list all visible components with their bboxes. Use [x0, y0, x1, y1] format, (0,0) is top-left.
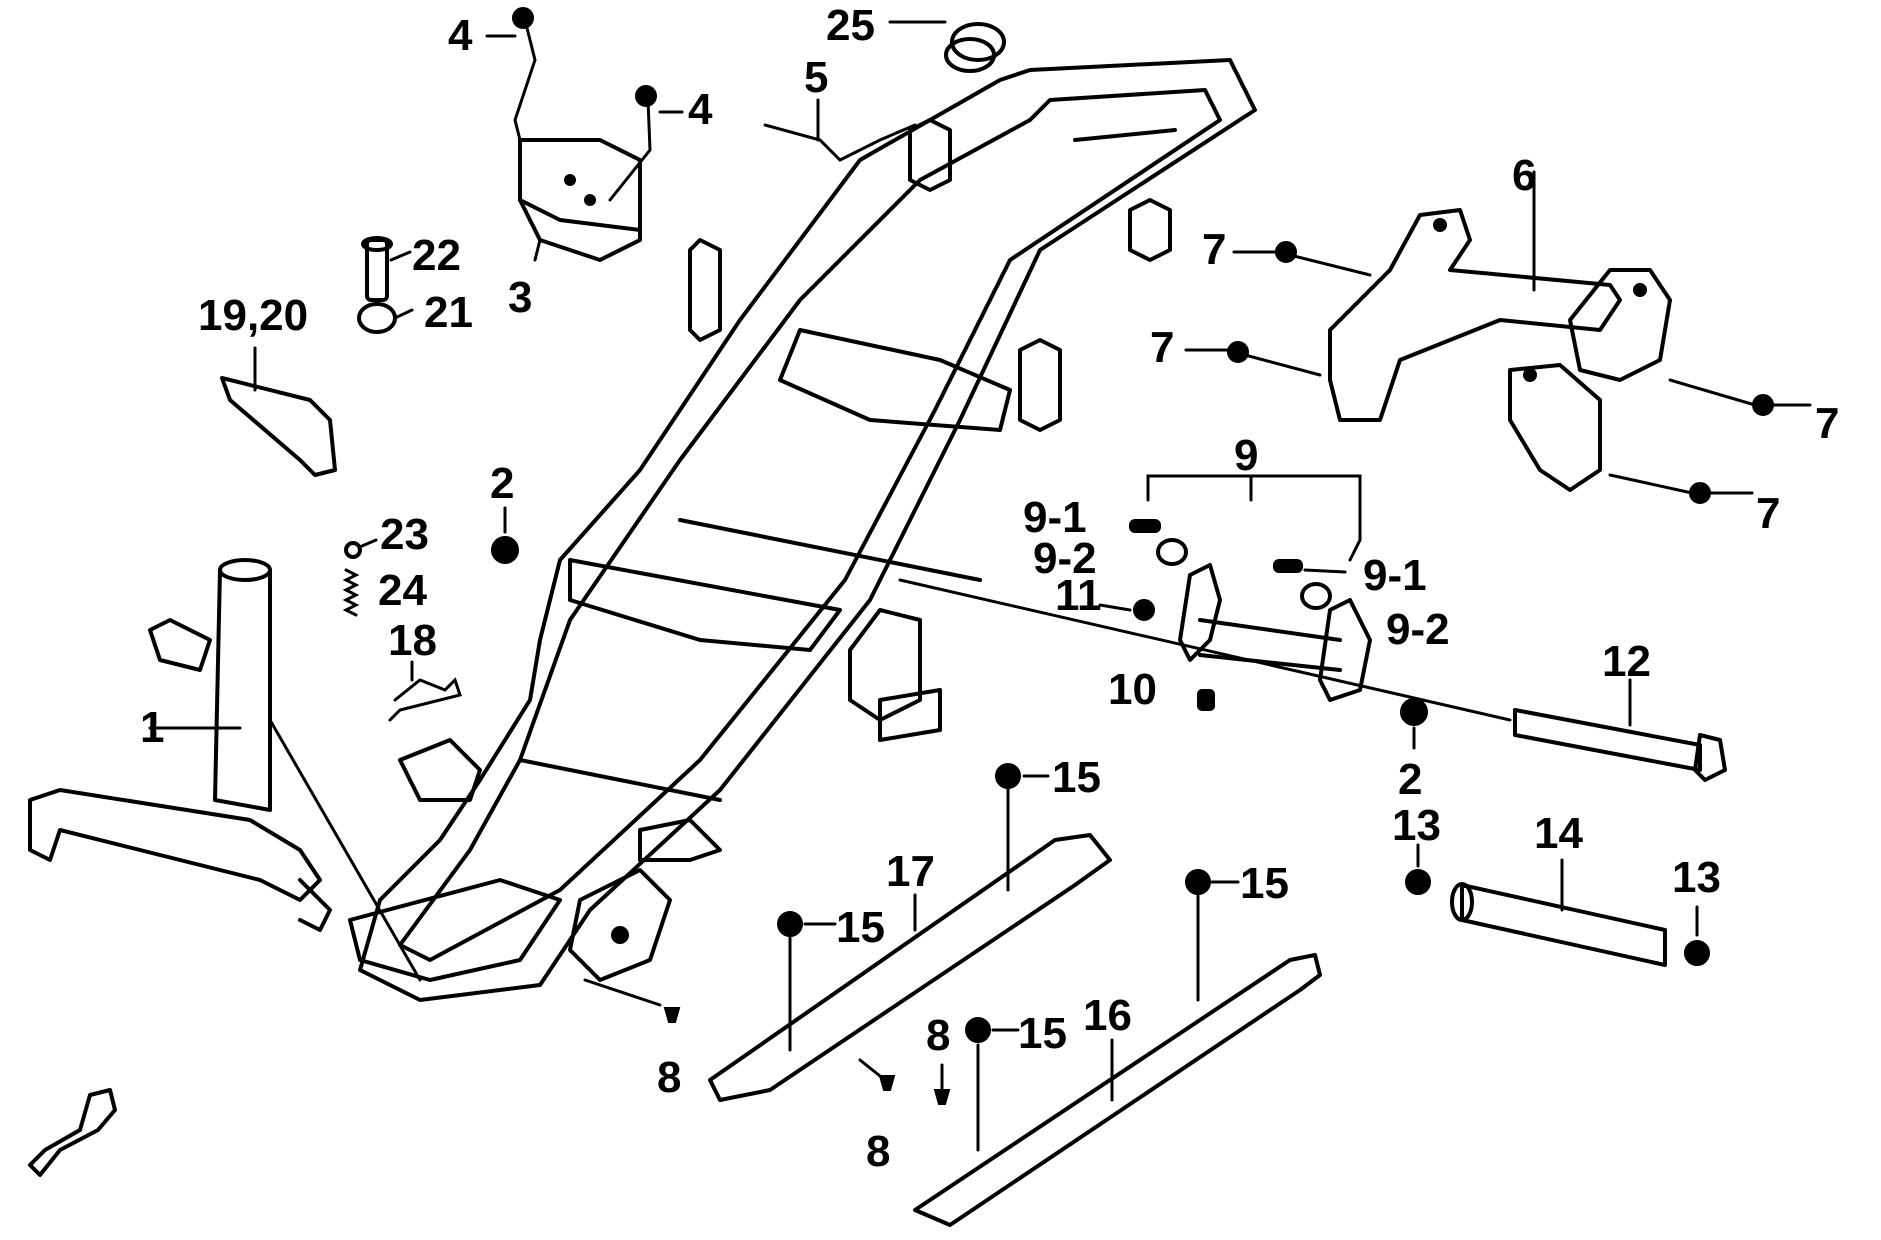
label-7b: 7: [1150, 323, 1174, 372]
part-16-rail: [913, 953, 1322, 1227]
part-8-screw-c: [933, 1089, 951, 1105]
part-2-nut-right: [1400, 698, 1428, 726]
label-4a: 4: [448, 11, 473, 60]
label-15c: 15: [836, 903, 885, 952]
label-24: 24: [378, 566, 427, 615]
part-6-engine-mount: [1227, 170, 1774, 504]
label-15d: 15: [1018, 1009, 1067, 1058]
part-14-shaft: [1450, 858, 1667, 967]
part-13-nut-left: [1405, 869, 1431, 895]
part-3-bracket: [512, 7, 657, 262]
label-1: 1: [140, 703, 164, 752]
label-8a: 8: [657, 1053, 681, 1102]
part-9-bushing-assembly: [1129, 474, 1372, 711]
label-5: 5: [804, 53, 828, 102]
label-15a: 15: [1052, 753, 1101, 802]
label-9-1a: 9-1: [1023, 493, 1087, 542]
part-18-clip: [388, 677, 462, 722]
label-7c: 7: [1815, 399, 1839, 448]
label-9-2b: 9-2: [1386, 605, 1450, 654]
part-13-nut-right: [1684, 940, 1710, 966]
label-6: 6: [1512, 151, 1536, 200]
label-25: 25: [826, 1, 875, 50]
label-4b: 4: [688, 85, 713, 134]
part-24-spring: [342, 568, 360, 617]
label-2a: 2: [490, 459, 514, 508]
label-13b: 13: [1672, 853, 1721, 902]
leader-lines: [200, 34, 1812, 730]
part-25-bushing: [888, 20, 1006, 73]
part-8-screw-a: [663, 1007, 681, 1023]
label-23: 23: [380, 510, 429, 559]
label-8b: 8: [926, 1011, 950, 1060]
label-13a: 13: [1392, 801, 1441, 850]
label-14: 14: [1534, 809, 1583, 858]
label-17: 17: [886, 847, 935, 896]
part-23-washer: [344, 541, 362, 559]
label-19-20: 19,20: [198, 291, 308, 340]
label-9: 9: [1234, 431, 1258, 480]
part-12-bolt: [898, 578, 1727, 782]
label-18: 18: [388, 616, 437, 665]
part-17-rail: [708, 833, 1112, 1102]
part-15-bolt-a: [995, 763, 1021, 789]
label-21: 21: [424, 288, 473, 337]
label-7d: 7: [1756, 489, 1780, 538]
part-21-22-pin: [357, 236, 414, 334]
label-3: 3: [508, 273, 532, 322]
part-5-cable: [763, 123, 917, 162]
main-frame: [348, 58, 1257, 1002]
part-15-bolt-b: [1185, 869, 1211, 895]
label-9-1b: 9-1: [1363, 551, 1427, 600]
label-11: 11: [1055, 571, 1102, 620]
label-7a: 7: [1202, 225, 1226, 274]
label-12: 12: [1602, 637, 1651, 686]
part-1-stand: [28, 558, 422, 982]
part-15-bolt-c: [777, 911, 803, 937]
part-15-bolt-d: [965, 1017, 991, 1043]
part-2-nut-left: [491, 536, 519, 564]
callout-labels: 4 4 25 5 3 22 21 19,20 6 7 7 7 7 9 9-1 9…: [140, 1, 1839, 1176]
small-bracket: [28, 1088, 117, 1177]
label-9-2a: 9-2: [1033, 534, 1097, 583]
part-8-screw-b: [878, 1075, 896, 1091]
label-22: 22: [412, 231, 461, 280]
label-16: 16: [1083, 991, 1132, 1040]
label-8c: 8: [866, 1127, 890, 1176]
label-2b: 2: [1398, 755, 1422, 804]
part-19-20-footrest: [220, 346, 337, 477]
label-15b: 15: [1240, 859, 1289, 908]
label-10: 10: [1108, 665, 1157, 714]
